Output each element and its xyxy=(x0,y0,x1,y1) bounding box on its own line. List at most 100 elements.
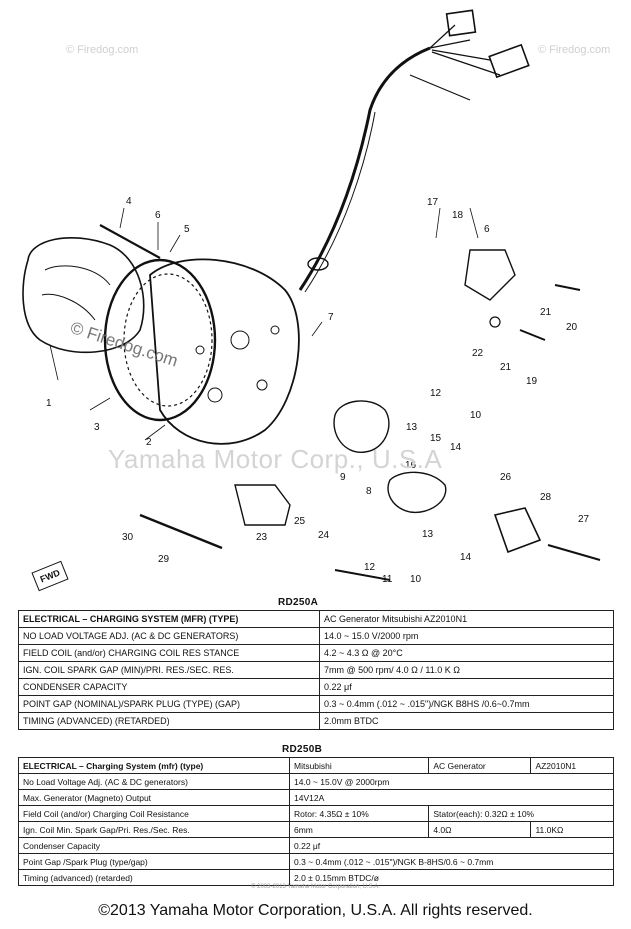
value-cell: 0.3 ~ 0.4mm (.012 ~ .015")/NGK B8HS /0.6… xyxy=(319,695,614,713)
value-cell: AC Generator Mitsubishi AZ2010N1 xyxy=(319,610,614,628)
param-cell: Max. Generator (Magneto) Output xyxy=(18,789,290,806)
callout-9: 9 xyxy=(340,472,346,483)
table-row: Field Coil (and/or) Charging Coil Resist… xyxy=(18,805,614,822)
table-row: TIMING (ADVANCED) (RETARDED)2.0mm BTDC xyxy=(18,712,614,730)
callout-6b: 6 xyxy=(484,224,490,235)
value-cell: AC Generator xyxy=(428,757,532,774)
callout-23: 23 xyxy=(256,532,268,543)
watermark-site-corner: © Firedog.com xyxy=(538,44,611,56)
callout-19: 19 xyxy=(526,376,538,387)
callout-29: 29 xyxy=(158,554,170,565)
param-cell: TIMING (ADVANCED) (RETARDED) xyxy=(18,712,320,730)
table-row: Point Gap /Spark Plug (type/gap)0.3 ~ 0.… xyxy=(18,853,614,870)
callout-7: 7 xyxy=(328,312,334,323)
callout-22: 22 xyxy=(472,348,484,359)
callout-28: 28 xyxy=(540,492,552,503)
wire-harness xyxy=(298,46,431,291)
callout-10a: 10 xyxy=(470,410,482,421)
callout-1: 1 xyxy=(46,398,52,409)
brush-holder xyxy=(464,249,516,301)
callout-6: 6 xyxy=(155,210,161,221)
callout-14b: 14 xyxy=(460,552,472,563)
param-cell: No Load Voltage Adj. (AC & DC generators… xyxy=(18,773,290,790)
callout-3: 3 xyxy=(94,422,100,433)
callout-14a: 14 xyxy=(450,442,462,453)
value-cell: Mitsubishi xyxy=(288,757,430,774)
callout-12a: 12 xyxy=(430,388,442,399)
callout-24: 24 xyxy=(318,530,330,541)
param-cell: Field Coil (and/or) Charging Coil Resist… xyxy=(18,805,290,822)
param-cell: POINT GAP (NOMINAL)/SPARK PLUG (TYPE) (G… xyxy=(18,695,320,713)
value-cell: 7mm @ 500 rpm/ 4.0 Ω / 11.0 K Ω xyxy=(319,661,614,679)
param-cell: FIELD COIL (and/or) CHARGING COIL RES ST… xyxy=(18,644,320,662)
condenser xyxy=(493,507,542,554)
callout-18: 18 xyxy=(452,210,464,221)
rotor-cover xyxy=(22,237,145,354)
model-title-a: RD250A xyxy=(278,597,319,608)
param-cell: CONDENSER CAPACITY xyxy=(18,678,320,696)
value-cell: 2.0 ± 0.15mm BTDC/ø xyxy=(289,869,614,886)
callout-11: 11 xyxy=(382,574,393,585)
points-plate xyxy=(333,400,390,453)
callout-8: 8 xyxy=(366,486,372,497)
long-bolt xyxy=(99,224,161,259)
value-cell: 14.0 ~ 15.0V @ 2000rpm xyxy=(289,773,614,790)
param-cell: ELECTRICAL – Charging System (mfr) (type… xyxy=(18,757,290,774)
value-cell: 14.0 ~ 15.0 V/2000 rpm xyxy=(319,627,614,645)
spec-table-a: ELECTRICAL – CHARGING SYSTEM (MFR) (TYPE… xyxy=(18,610,614,730)
value-cell: 6mm xyxy=(288,821,430,838)
connector-right xyxy=(488,43,530,79)
value-cell: Stator(each): 0.32Ω ± 10% xyxy=(428,805,614,822)
bolt-29 xyxy=(139,513,223,550)
small-copyright: © 2003-2013 Yamaha Motor Corporation, U.… xyxy=(251,884,380,890)
table-row: FIELD COIL (and/or) CHARGING COIL RES ST… xyxy=(18,644,614,662)
table-row: Ign. Coil Min. Spark Gap/Pri. Res./Sec. … xyxy=(18,821,614,838)
callout-21a: 21 xyxy=(540,307,552,318)
callout-25: 25 xyxy=(294,516,306,527)
table-row: POINT GAP (NOMINAL)/SPARK PLUG (TYPE) (G… xyxy=(18,695,614,713)
callout-10b: 10 xyxy=(410,574,422,585)
value-cell: 0.3 ~ 0.4mm (.012 ~ .015")/NGK B-8HS/0.6… xyxy=(289,853,614,870)
callout-30: 30 xyxy=(122,532,134,543)
value-cell: 0.22 μf xyxy=(289,837,614,854)
value-cell: 11.0KΩ xyxy=(530,821,614,838)
table-row: IGN. COIL SPARK GAP (MIN)/PRI. RES./SEC.… xyxy=(18,661,614,679)
param-cell: Ign. Coil Min. Spark Gap/Pri. Res./Sec. … xyxy=(18,821,290,838)
callout-13b: 13 xyxy=(422,529,434,540)
callout-4: 4 xyxy=(126,196,132,207)
mounting-bracket xyxy=(234,484,291,526)
breaker-base xyxy=(387,471,447,514)
callout-17: 17 xyxy=(427,197,439,208)
callout-13a: 13 xyxy=(406,422,418,433)
param-cell: Point Gap /Spark Plug (type/gap) xyxy=(18,853,290,870)
value-cell: 2.0mm BTDC xyxy=(319,712,614,730)
callout-20: 20 xyxy=(566,322,578,333)
generator-housing xyxy=(149,258,300,445)
connector-top xyxy=(445,9,477,37)
callout-12b: 12 xyxy=(364,562,376,573)
param-cell: Condenser Capacity xyxy=(18,837,290,854)
param-cell: IGN. COIL SPARK GAP (MIN)/PRI. RES./SEC.… xyxy=(18,661,320,679)
screw-set xyxy=(334,569,391,581)
param-cell: NO LOAD VOLTAGE ADJ. (AC & DC GENERATORS… xyxy=(18,627,320,645)
spec-table-b: ELECTRICAL – Charging System (mfr) (type… xyxy=(18,757,614,886)
table-row: ELECTRICAL – Charging System (mfr) (type… xyxy=(18,757,614,774)
callout-15: 15 xyxy=(430,433,442,444)
wire-grommet xyxy=(307,257,329,271)
param-cell: ELECTRICAL – CHARGING SYSTEM (MFR) (TYPE… xyxy=(18,610,320,628)
callout-16: 16 xyxy=(405,460,417,471)
value-cell: 4.2 ~ 4.3 Ω @ 20°C xyxy=(319,644,614,662)
value-cell: 4.0Ω xyxy=(428,821,532,838)
callout-2: 2 xyxy=(146,437,152,448)
value-cell: 14V12A xyxy=(289,789,614,806)
value-cell: AZ2010N1 xyxy=(530,757,614,774)
value-cell: Rotor: 4.35Ω ± 10% xyxy=(288,805,430,822)
callout-26: 26 xyxy=(500,472,512,483)
watermark-center: Yamaha Motor Corp., U.S.A xyxy=(108,444,443,474)
exploded-parts-diagram: 4 6 5 17 18 6 7 21 20 22 21 19 1 3 2 12 … xyxy=(22,9,601,585)
watermark-site: © Firedog.com xyxy=(66,44,139,56)
table-row: NO LOAD VOLTAGE ADJ. (AC & DC GENERATORS… xyxy=(18,627,614,645)
